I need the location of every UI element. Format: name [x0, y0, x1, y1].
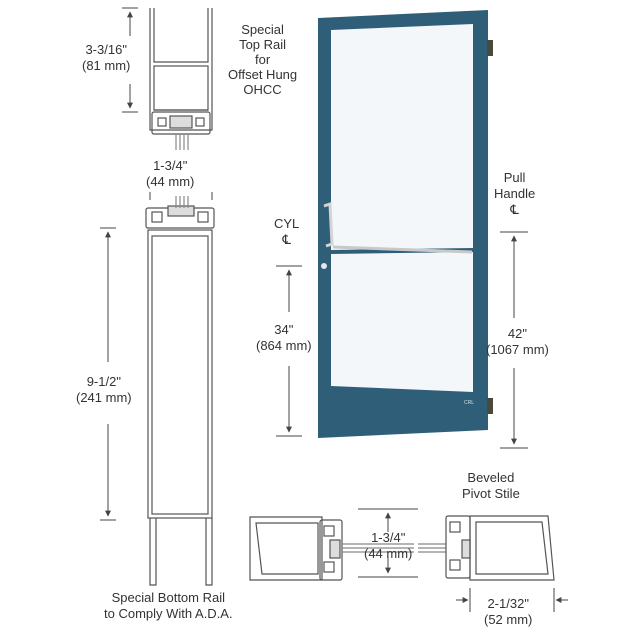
cylinder-label-text: CYL — [274, 216, 300, 231]
pivot-width-label: 2-1/32" (52 mm) — [484, 596, 532, 628]
left-stile-section — [249, 516, 414, 581]
bottom-rail-caption-line: Special Bottom Rail — [111, 590, 226, 605]
pull-handle-height-in: 42" — [507, 326, 527, 341]
cylinder-centerline-icon: ℄ — [282, 232, 291, 247]
pivot-width-dimension — [456, 588, 568, 612]
top-rail-section — [149, 8, 213, 150]
pivot-stile-title-line: Beveled — [467, 470, 515, 485]
bottom-rail-height-dimension — [100, 227, 116, 521]
door-glass-upper — [331, 24, 473, 250]
pivot-width-in: 2-1/32" — [487, 596, 529, 611]
hinge-bottom-icon — [487, 398, 493, 414]
cylinder-label: CYL ℄ — [274, 216, 299, 248]
hinge-top-icon — [487, 40, 493, 56]
bottom-rail-height-label: 9-1/2" (241 mm) — [76, 374, 132, 406]
stile-depth-dimension — [149, 192, 213, 200]
top-rail-height-mm: (81 mm) — [82, 58, 131, 73]
pull-handle-height-mm: (1067 mm) — [486, 342, 549, 357]
top-rail-title-line: for — [254, 52, 271, 67]
top-rail-title-line: Top Rail — [239, 37, 287, 52]
stile-depth-in: 1-3/4" — [153, 158, 188, 173]
section-depth-in: 1-3/4" — [371, 530, 406, 545]
top-rail-height-label: 3-3/16" (81 mm) — [82, 42, 130, 74]
cylinder-height-label: 34" (864 mm) — [256, 322, 312, 354]
top-rail-title-line: Special — [241, 22, 284, 37]
pull-handle-label-line: Pull — [503, 170, 526, 185]
pull-handle-height-label: 42" (1067 mm) — [486, 326, 549, 358]
bottom-rail-height-mm: (241 mm) — [76, 390, 132, 405]
pivot-stile-section — [418, 515, 555, 581]
stile-depth-mm: (44 mm) — [146, 174, 195, 189]
top-rail-title: Special Top Rail for Offset Hung OHCC — [228, 22, 297, 97]
pull-handle-centerline-icon: ℄ — [510, 202, 519, 217]
bottom-rail-section — [145, 196, 215, 586]
pull-handle-label: Pull Handle ℄ — [494, 170, 535, 218]
pivot-stile-title-line: Pivot Stile — [462, 486, 520, 501]
pivot-width-mm: (52 mm) — [484, 612, 533, 627]
pivot-stile-title: Beveled Pivot Stile — [462, 470, 520, 502]
cylinder-height-dimension — [276, 265, 302, 437]
pull-handle-icon — [323, 201, 334, 248]
bottom-rail-caption-line: to Comply With A.D.A. — [104, 606, 233, 621]
cylinder-height-mm: (864 mm) — [256, 338, 312, 353]
pull-handle-height-dimension — [500, 231, 528, 449]
top-rail-height-in: 3-3/16" — [85, 42, 127, 57]
bottom-rail-height-in: 9-1/2" — [86, 374, 121, 389]
push-bar — [332, 245, 473, 254]
top-rail-height-dimension — [122, 7, 138, 113]
door-glass-lower — [331, 252, 473, 392]
cylinder-height-in: 34" — [274, 322, 294, 337]
top-rail-title-line: OHCC — [243, 82, 282, 97]
top-rail-title-line: Offset Hung — [228, 67, 298, 82]
section-depth-mm: (44 mm) — [364, 546, 413, 561]
pull-handle-label-line: Handle — [494, 186, 536, 201]
bottom-rail-caption: Special Bottom Rail to Comply With A.D.A… — [104, 590, 233, 622]
door-elevation — [318, 10, 493, 438]
stile-depth-label: 1-3/4" (44 mm) — [146, 158, 194, 190]
cylinder-lock-icon — [321, 263, 327, 269]
door-badge-logo: CRL — [464, 400, 475, 406]
section-depth-label: 1-3/4" (44 mm) — [364, 530, 412, 562]
section-depth-dimension — [358, 508, 418, 578]
